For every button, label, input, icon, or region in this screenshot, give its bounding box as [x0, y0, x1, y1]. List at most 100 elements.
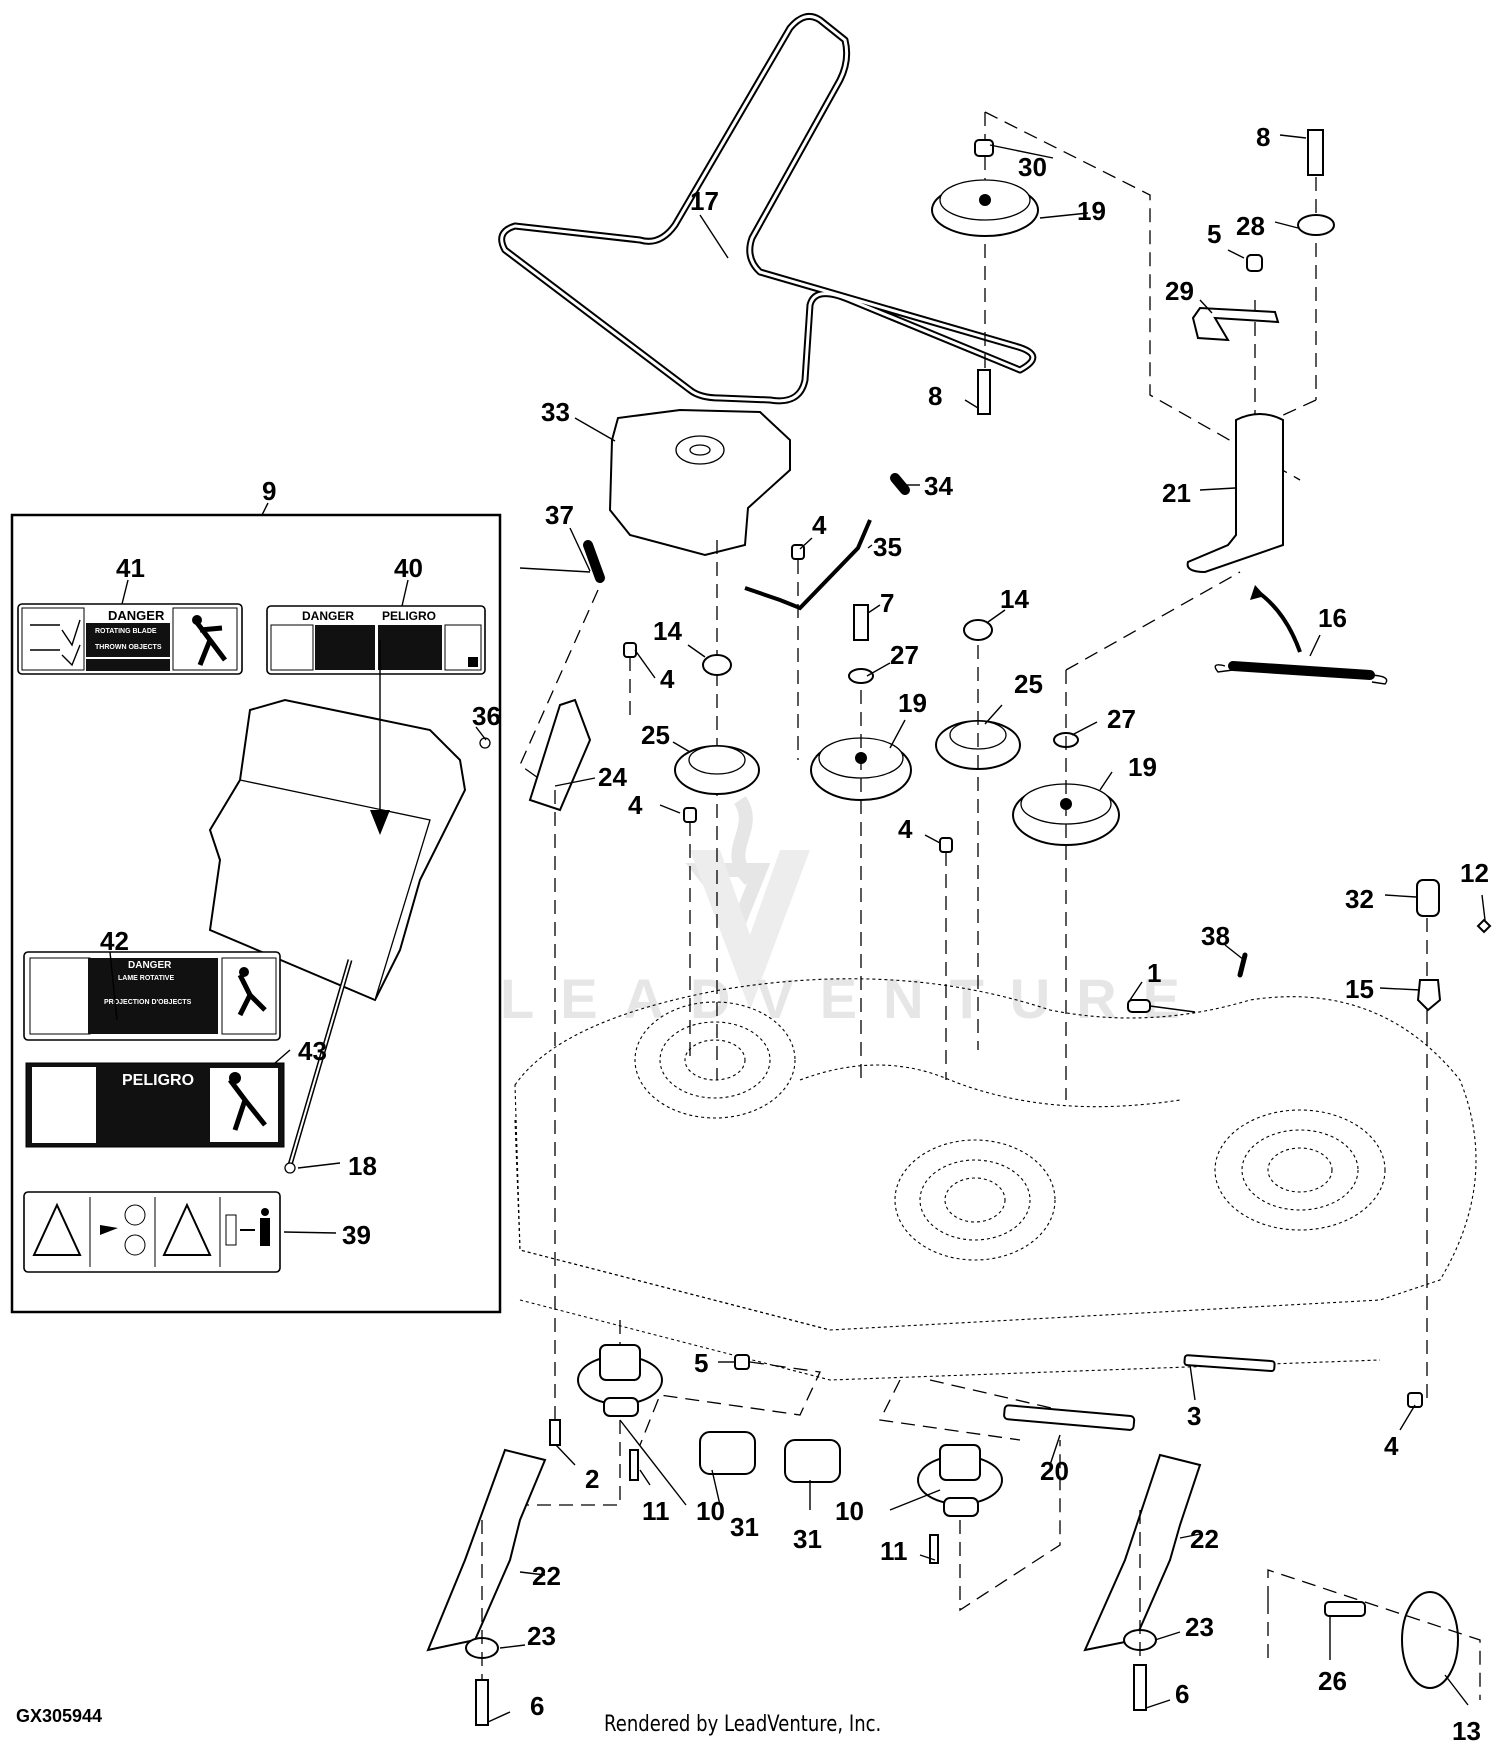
- part-16-spring[interactable]: [1228, 661, 1375, 680]
- part-9-decal-kit-frame[interactable]: [10, 513, 502, 1314]
- callout-28[interactable]: 28: [1236, 211, 1265, 241]
- callout-14-right[interactable]: 14: [1000, 584, 1029, 614]
- part-24-bracket[interactable]: [528, 698, 592, 812]
- callout-14-left[interactable]: 14: [653, 616, 682, 646]
- part-41-decal[interactable]: DANGER ROTATING BLADE THROWN OBJECTS: [17, 603, 243, 675]
- part-32-bushing[interactable]: [1416, 879, 1440, 917]
- callout-21[interactable]: 21: [1162, 478, 1191, 508]
- callout-38[interactable]: 38: [1201, 921, 1230, 951]
- part-1-pin[interactable]: [1127, 999, 1151, 1013]
- part-27-washer-mid[interactable]: [848, 668, 874, 684]
- callout-11-left[interactable]: 11: [642, 1496, 670, 1526]
- part-6-bolt-right[interactable]: [1133, 1664, 1147, 1711]
- callout-31-a[interactable]: 31: [730, 1512, 759, 1542]
- part-8-bolt-right[interactable]: [1307, 129, 1324, 176]
- callout-8-right[interactable]: 8: [1256, 122, 1270, 152]
- callout-4-e[interactable]: 4: [1384, 1431, 1399, 1461]
- part-11-screw-right[interactable]: [929, 1534, 939, 1564]
- part-11-screw-left[interactable]: [629, 1449, 639, 1481]
- callout-6-left[interactable]: 6: [530, 1691, 544, 1721]
- callout-7[interactable]: 7: [880, 588, 894, 618]
- part-4-nut-a[interactable]: [623, 642, 637, 658]
- callout-25-right[interactable]: 25: [1014, 669, 1043, 699]
- part-34-spring[interactable]: [890, 473, 910, 495]
- part-20-shaft[interactable]: [1003, 1404, 1136, 1431]
- part-37-spring[interactable]: [583, 540, 605, 583]
- callout-16[interactable]: 16: [1318, 603, 1347, 633]
- callout-19-mid[interactable]: 19: [898, 688, 927, 718]
- part-15-spindle[interactable]: [1416, 979, 1442, 1012]
- part-43-decal[interactable]: PELIGRO: [25, 1062, 285, 1148]
- part-14-nut-right[interactable]: [963, 619, 993, 641]
- callout-42[interactable]: 42: [100, 926, 129, 956]
- callout-4-c[interactable]: 4: [628, 790, 643, 820]
- callout-8-top[interactable]: 8: [928, 381, 942, 411]
- callout-18[interactable]: 18: [348, 1151, 377, 1181]
- callout-27-mid[interactable]: 27: [890, 640, 919, 670]
- part-13-wheel[interactable]: [1401, 1591, 1459, 1689]
- callout-22-right[interactable]: 22: [1190, 1524, 1219, 1554]
- part-2-screw[interactable]: [549, 1419, 561, 1446]
- part-33-belt-guard[interactable]: [608, 408, 791, 557]
- callout-4-d[interactable]: 4: [898, 814, 913, 844]
- callout-12[interactable]: 12: [1460, 858, 1489, 888]
- callout-34[interactable]: 34: [924, 471, 953, 501]
- callout-36[interactable]: 36: [472, 701, 501, 731]
- part-40-decal[interactable]: DANGER PELIGRO: [266, 605, 486, 675]
- callout-3[interactable]: 3: [1187, 1401, 1201, 1431]
- callout-10-left[interactable]: 10: [696, 1496, 725, 1526]
- part-14-nut-left[interactable]: [702, 654, 732, 676]
- callout-23-right[interactable]: 23: [1185, 1612, 1214, 1642]
- part-7-bolt[interactable]: [853, 604, 869, 641]
- part-8-bolt-top[interactable]: [977, 369, 991, 415]
- callout-13[interactable]: 13: [1452, 1716, 1481, 1746]
- callout-17[interactable]: 17: [690, 186, 719, 216]
- part-22-blade-right[interactable]: [1083, 1453, 1202, 1652]
- callout-5-right[interactable]: 5: [1207, 219, 1221, 249]
- part-21-tension-arm[interactable]: [1186, 413, 1284, 574]
- callout-30[interactable]: 30: [1018, 152, 1047, 182]
- part-28-washer[interactable]: [1297, 214, 1335, 236]
- callout-20[interactable]: 20: [1040, 1456, 1069, 1486]
- part-26-axle-pin[interactable]: [1324, 1601, 1366, 1617]
- part-4-nut-e[interactable]: [1407, 1392, 1423, 1408]
- callout-40[interactable]: 40: [394, 553, 423, 583]
- callout-2[interactable]: 2: [585, 1464, 599, 1494]
- callout-35[interactable]: 35: [873, 532, 902, 562]
- part-31-roller-b[interactable]: [784, 1439, 841, 1483]
- callout-4-b[interactable]: 4: [660, 664, 675, 694]
- part-29-clip[interactable]: [1191, 306, 1280, 342]
- part-5-nut-bottom[interactable]: [734, 1354, 750, 1370]
- part-4-nut-b[interactable]: [683, 807, 697, 823]
- part-12-fitting[interactable]: [1476, 918, 1492, 934]
- part-5-nut-right[interactable]: [1246, 254, 1263, 272]
- part-38-spring[interactable]: [1237, 952, 1248, 978]
- callout-19-right[interactable]: 19: [1128, 752, 1157, 782]
- callout-22-left[interactable]: 22: [532, 1561, 561, 1591]
- callout-6-right[interactable]: 6: [1175, 1679, 1189, 1709]
- part-42-decal[interactable]: DANGER LAME ROTATIVE PROJECTION D'OBJECT…: [23, 951, 281, 1041]
- callout-5-bottom[interactable]: 5: [694, 1348, 708, 1378]
- callout-39[interactable]: 39: [342, 1220, 371, 1250]
- callout-43[interactable]: 43: [298, 1036, 327, 1066]
- callout-29[interactable]: 29: [1165, 276, 1194, 306]
- callout-26[interactable]: 26: [1318, 1666, 1347, 1696]
- part-17-belt[interactable]: [498, 12, 1037, 405]
- part-4-nut-d[interactable]: [939, 837, 953, 853]
- callout-32[interactable]: 32: [1345, 884, 1374, 914]
- callout-4-a[interactable]: 4: [812, 510, 827, 540]
- callout-19-top[interactable]: 19: [1077, 196, 1106, 226]
- callout-15[interactable]: 15: [1345, 974, 1374, 1004]
- callout-1[interactable]: 1: [1147, 958, 1161, 988]
- part-30-bushing[interactable]: [974, 139, 994, 157]
- callout-27-right[interactable]: 27: [1107, 704, 1136, 734]
- part-39-decal[interactable]: [23, 1191, 281, 1273]
- part-35-rod[interactable]: [744, 519, 872, 611]
- part-3-bolt[interactable]: [1183, 1354, 1276, 1373]
- callout-37[interactable]: 37: [545, 500, 574, 530]
- part-22-blade-left[interactable]: [426, 1448, 547, 1652]
- callout-33[interactable]: 33: [541, 397, 570, 427]
- part-31-roller-a[interactable]: [699, 1431, 756, 1475]
- callout-41[interactable]: 41: [116, 553, 145, 583]
- callout-23-left[interactable]: 23: [527, 1621, 556, 1651]
